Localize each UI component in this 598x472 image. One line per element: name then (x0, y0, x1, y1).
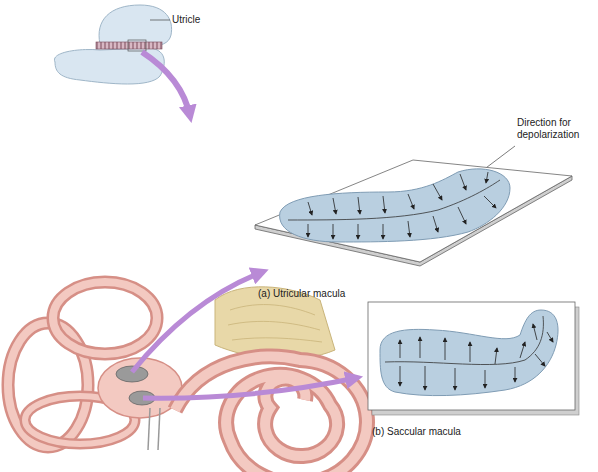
callout-label: Direction for depolarization (517, 117, 595, 141)
plane (255, 160, 572, 262)
utricle-sketch (54, 5, 190, 116)
polarity-arrow (533, 324, 537, 340)
polarity-arrow (400, 340, 401, 358)
polarity-arrows (400, 324, 553, 390)
inner-ear (8, 282, 367, 472)
hair-cell-strip (96, 42, 162, 49)
macula (380, 310, 558, 396)
striola (385, 316, 543, 365)
polarity-arrows (308, 172, 496, 239)
polarity-arrow (408, 194, 414, 209)
polarity-arrow (358, 197, 360, 214)
polarity-arrow (470, 342, 471, 362)
canal-fill (53, 282, 157, 354)
vestibule (98, 358, 182, 418)
saccular-panel: (b) Saccular macula (365, 300, 580, 445)
polarity-arrow (433, 216, 438, 232)
polarity-arrow (425, 366, 426, 390)
polarity-arrow (383, 224, 384, 239)
polarity-arrow (383, 196, 385, 213)
polarity-arrow (485, 370, 486, 388)
cochlea-outline (175, 357, 367, 472)
polarity-arrow (460, 174, 466, 190)
polarity-arrow (400, 366, 401, 386)
utricular-panel: (a) Utricular macula (248, 150, 578, 308)
polarity-arrow (455, 368, 456, 390)
zoom-arrow (143, 378, 356, 398)
polarity-arrow (333, 224, 334, 239)
polarity-arrow (535, 354, 545, 366)
polarity-arrow (445, 338, 446, 360)
polarity-arrow (308, 224, 309, 237)
cochlea (175, 357, 367, 472)
polarity-arrow (358, 224, 359, 239)
polarity-arrow (308, 202, 312, 215)
polarity-arrow (486, 172, 488, 183)
macula (280, 169, 510, 242)
panel-caption: (a) Utricular macula (258, 288, 478, 300)
polarity-arrow (458, 207, 466, 224)
duct (158, 408, 160, 450)
polarity-arrow (547, 332, 553, 342)
panel (368, 302, 575, 410)
zoom-box (128, 40, 146, 51)
polarity-arrow (484, 196, 496, 208)
duct (148, 408, 150, 450)
panel-caption: (b) Saccular macula (372, 426, 572, 438)
zoom-arrow (142, 52, 190, 116)
saccular-panel (365, 300, 580, 445)
nerve-fibres (228, 305, 322, 342)
leader-line (150, 20, 170, 21)
polarity-arrow (515, 367, 516, 382)
polarity-arrow (333, 198, 336, 214)
polarity-arrow (495, 348, 497, 364)
polarity-arrow (420, 337, 421, 358)
utricular-plane (248, 150, 578, 308)
polarity-arrow (520, 342, 525, 358)
zoom-arrow (132, 272, 262, 372)
polarity-arrow (408, 221, 410, 237)
polarity-arrow (433, 184, 442, 200)
canal-outline (53, 282, 157, 354)
cochlea-fill (175, 357, 367, 472)
structure-label: Utricle (172, 14, 232, 26)
striola (288, 180, 500, 220)
